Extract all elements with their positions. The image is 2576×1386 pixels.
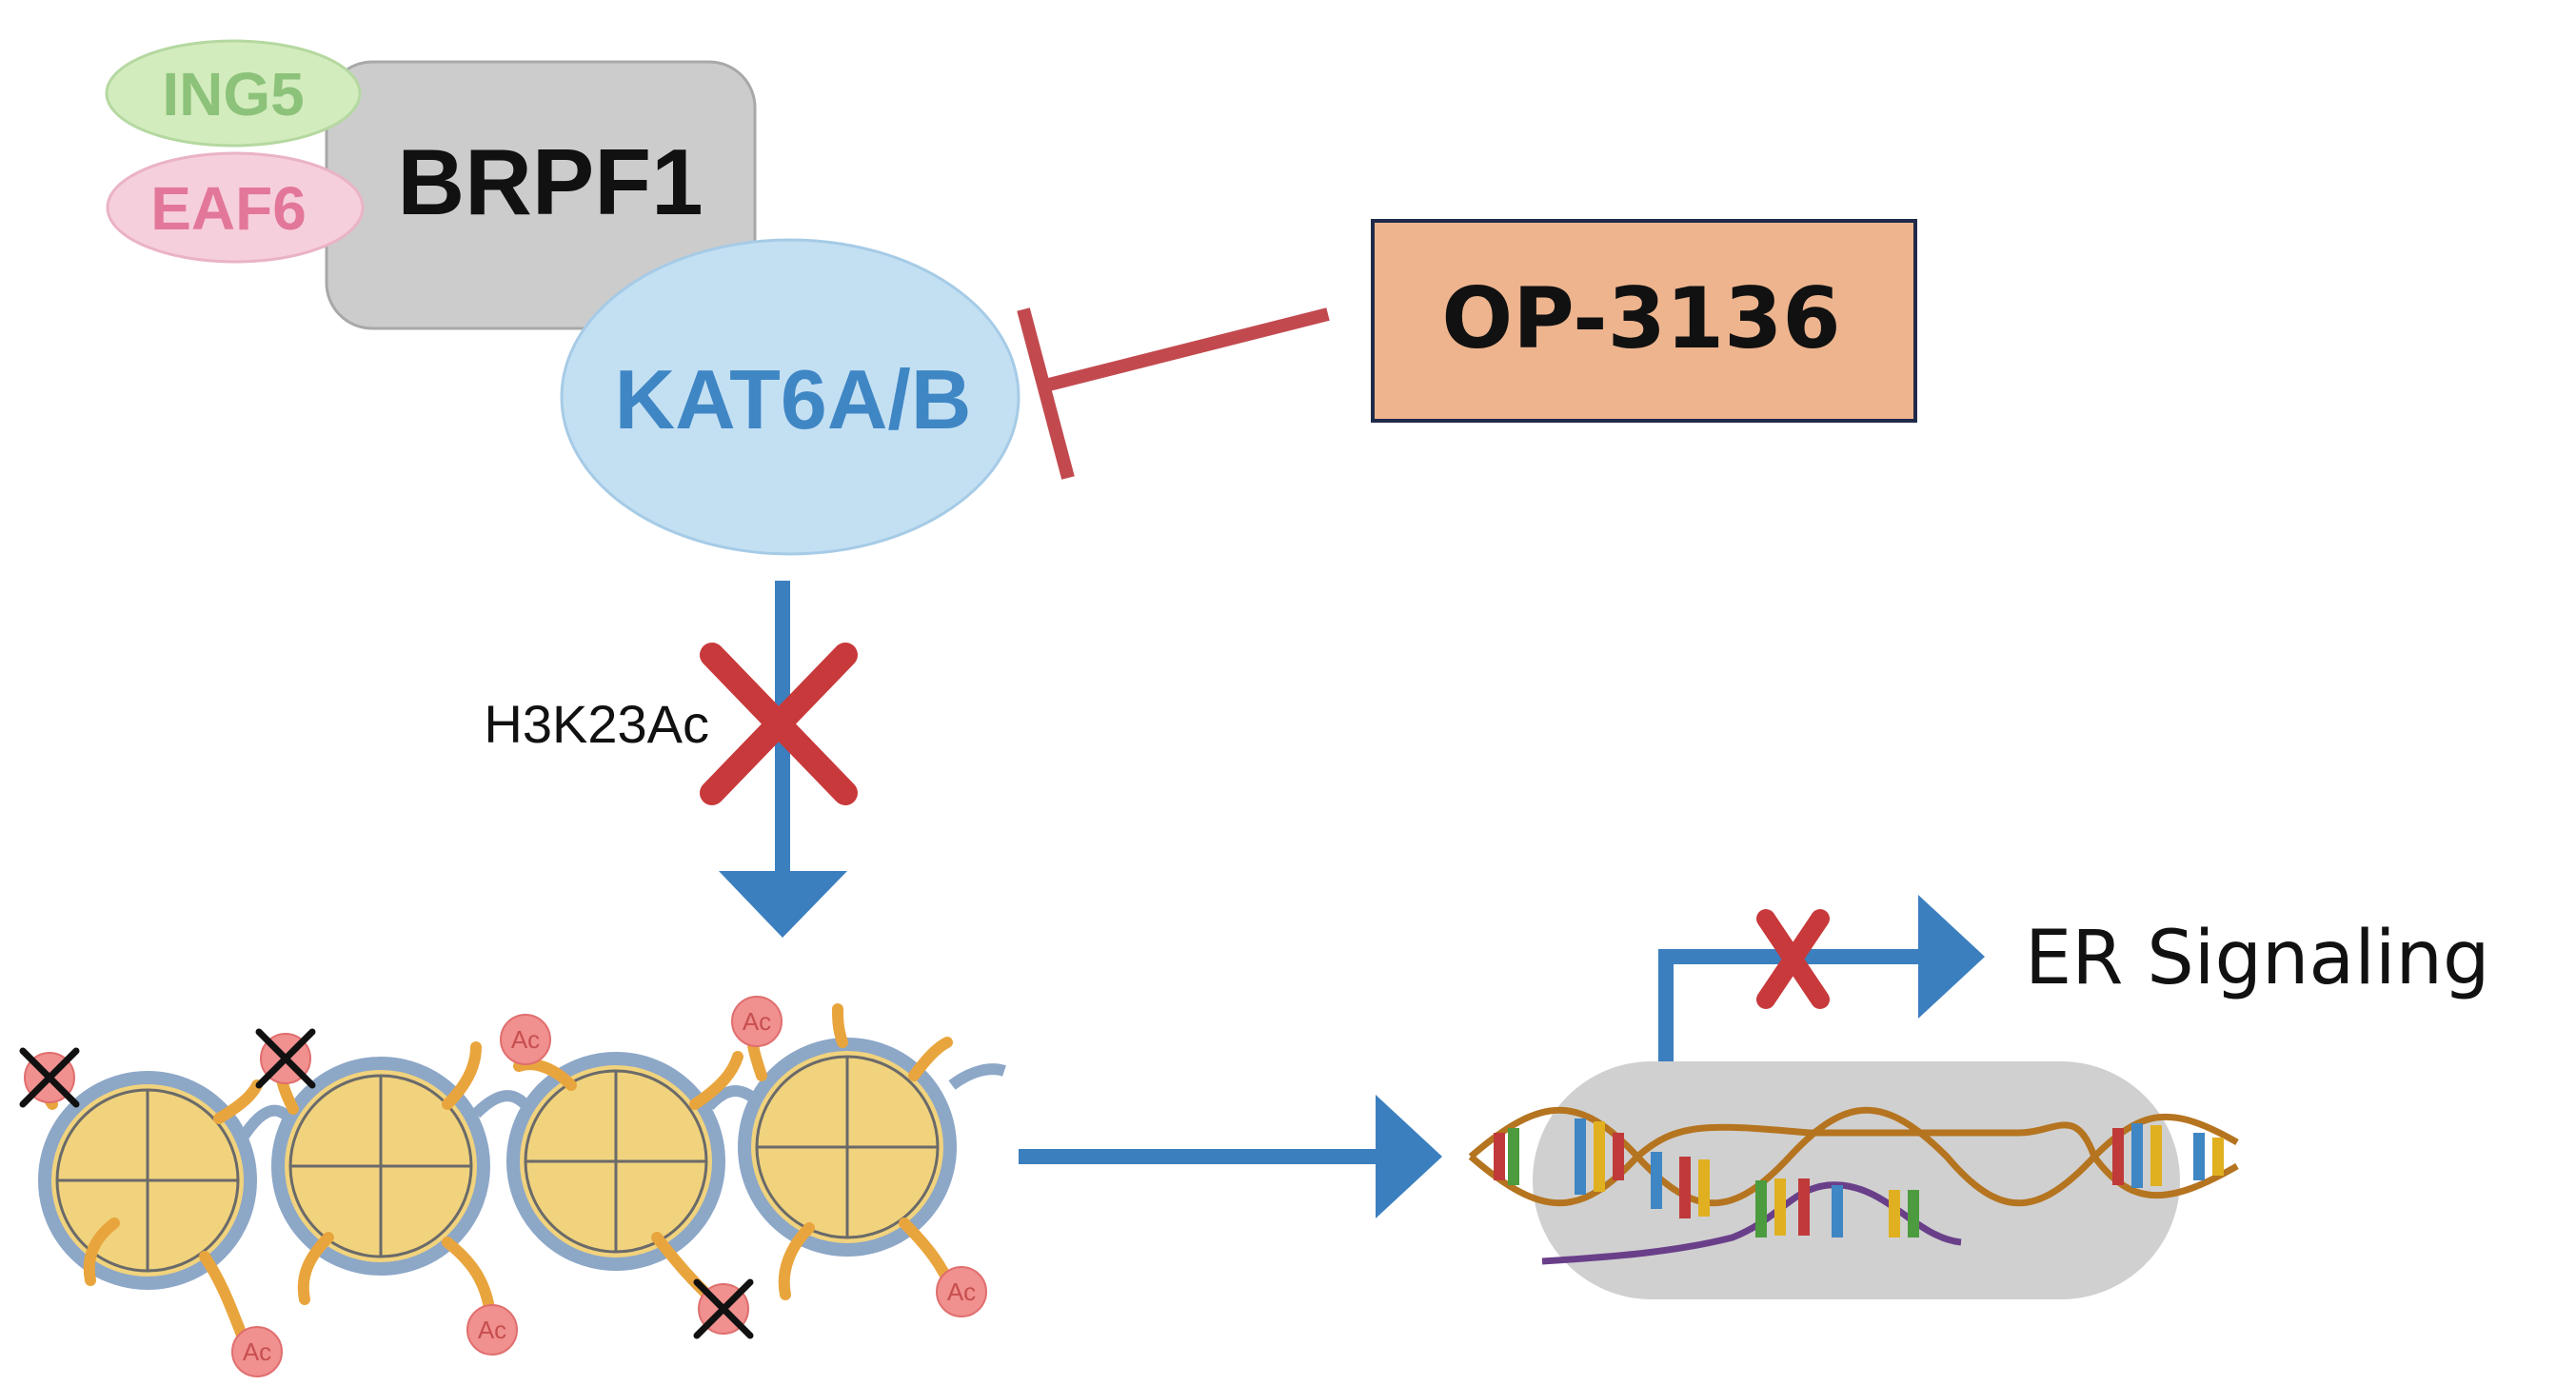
eaf6-label: EAF6 <box>150 174 307 243</box>
transcription-arrow-head <box>1918 895 1985 1019</box>
nucleosome-1 <box>45 1078 250 1283</box>
nucleosome-3 <box>513 1059 719 1264</box>
ac-label: Ac <box>478 1316 506 1344</box>
ac-label: Ac <box>947 1277 976 1306</box>
linker-dna <box>238 1063 1006 1141</box>
kat6-ellipse <box>560 238 1020 556</box>
eaf6-ellipse <box>106 151 365 264</box>
ing5-label: ING5 <box>162 60 304 129</box>
op3136-box <box>1371 219 1917 423</box>
chromatin-arrow-head <box>1376 1095 1442 1218</box>
er-signaling-label: ER Signaling <box>2025 916 2490 1001</box>
ac-label: Ac <box>511 1025 540 1054</box>
kat6-label: KAT6A/B <box>615 352 972 446</box>
dna-helix <box>1468 1106 2239 1265</box>
blocked-x-icon <box>700 643 858 805</box>
ing5-ellipse <box>105 39 362 148</box>
chromatin-capsule <box>1533 1061 2180 1299</box>
brpf1-label: BRPF1 <box>397 129 703 234</box>
ac-label: Ac <box>743 1007 771 1036</box>
inhibition-bar <box>1017 307 1075 480</box>
h3k23ac-label: H3K23Ac <box>484 694 709 754</box>
nucleosome-array: Ac Ac Ac Ac Ac <box>23 996 1006 1377</box>
acetylation-arrow-head <box>719 871 847 938</box>
transcription-blocked-x-icon <box>1756 909 1830 1009</box>
inhibition-line <box>1043 307 1330 392</box>
transcription-arrow-shaft <box>1658 949 1932 1061</box>
ac-label: Ac <box>243 1337 271 1366</box>
op3136-label: OP-3136 <box>1441 269 1840 367</box>
